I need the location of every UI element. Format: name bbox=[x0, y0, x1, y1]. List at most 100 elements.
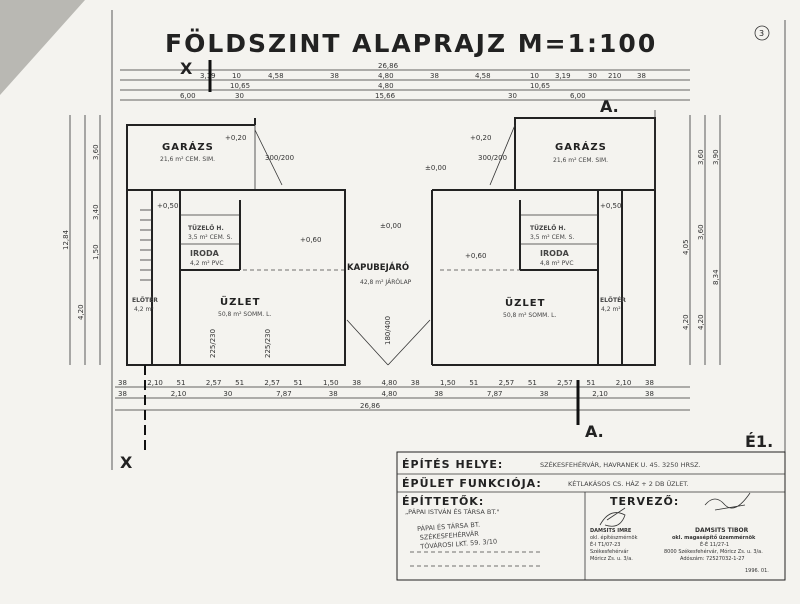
dim: 38 bbox=[118, 379, 127, 387]
dim: 2,57 bbox=[557, 379, 573, 387]
room-labels: GARÁZS 21,6 m² CEM. SIM. TÜZELŐ H. 3,5 m… bbox=[132, 140, 626, 319]
room-area: 21,6 m² CEM. SIM. bbox=[160, 156, 215, 163]
stair-left bbox=[140, 209, 152, 281]
section-marker-x: X bbox=[120, 453, 133, 472]
dim: 30 bbox=[235, 92, 244, 100]
designer2-line: okl. magasépítő üzemmérnök bbox=[672, 534, 756, 541]
signature-1 bbox=[599, 507, 626, 527]
page-number-circle bbox=[754, 25, 770, 41]
dim: 4,20 bbox=[77, 304, 85, 320]
room-area: 4,2 m² bbox=[601, 306, 621, 313]
dim: 2,10 bbox=[171, 390, 187, 398]
dim: 8,34 bbox=[712, 269, 720, 285]
dim: 1,50 bbox=[440, 379, 456, 387]
dim: 2,10 bbox=[592, 390, 608, 398]
builders-label: ÉPÍTTETŐK: bbox=[402, 494, 484, 508]
builder-stamp: PÁPAI ÉS TÁRSA BT. SZÉKESFEHÉRVÁR TÓVÁRO… bbox=[417, 520, 498, 551]
dim: 4,80 bbox=[382, 379, 398, 387]
dim: 38 bbox=[352, 379, 361, 387]
bottom-dimensions bbox=[115, 386, 690, 411]
dim: 30 bbox=[588, 72, 597, 80]
page-number: 3 bbox=[759, 29, 764, 38]
level-mark: +0,50 bbox=[157, 202, 178, 210]
dim: 51 bbox=[469, 379, 478, 387]
dim: 51 bbox=[586, 379, 595, 387]
dim: 4,58 bbox=[268, 72, 284, 80]
dim: 3,40 bbox=[92, 204, 100, 220]
level-mark: +0,20 bbox=[225, 134, 246, 142]
designer1-line: okl. építészmérnök bbox=[590, 534, 638, 541]
room-area: 42,8 m² JÁRÓLAP bbox=[360, 279, 412, 286]
dim: 3,60 bbox=[92, 144, 100, 160]
dim: 10 bbox=[232, 72, 241, 80]
dim: 3,60 bbox=[697, 224, 705, 240]
dim-top-total: 26,86 bbox=[378, 62, 399, 70]
room-name: TÜZELŐ H. bbox=[530, 225, 566, 232]
right-dimensions: 3,60 3,90 4,05 3,60 8,34 4,20 4,20 bbox=[682, 115, 721, 365]
room-area: 4,2 m² bbox=[134, 306, 154, 313]
dim: 4,20 bbox=[697, 314, 705, 330]
left-dimensions: 3,60 12,84 4,20 1,50 3,40 bbox=[62, 115, 101, 365]
level-mark: +0,50 bbox=[600, 202, 621, 210]
designer2-line: 8000 Székesfehérvár, Móricz Zs. u. 3/a. bbox=[664, 548, 763, 555]
room-area: 4,2 m² PVC bbox=[190, 260, 224, 267]
room-area: 21,6 m² CEM. SIM. bbox=[553, 157, 608, 164]
dim: 51 bbox=[528, 379, 537, 387]
dim: 38 bbox=[540, 390, 549, 398]
room-name: GARÁZS bbox=[555, 140, 607, 153]
room-name: ELŐTÉR bbox=[600, 296, 626, 304]
drawing-date: 1996. 01. bbox=[745, 568, 769, 574]
section-marker-a-bottom: A. bbox=[585, 422, 604, 441]
dim: 2,57 bbox=[206, 379, 222, 387]
dim: 3,19 bbox=[555, 72, 571, 80]
level-mark: +0,20 bbox=[470, 134, 491, 142]
dim: 3,19 bbox=[200, 72, 216, 80]
dim: 38 bbox=[330, 72, 339, 80]
dim: 1,50 bbox=[92, 244, 100, 260]
dim: 7,87 bbox=[487, 390, 503, 398]
dim: 10,65 bbox=[530, 82, 550, 90]
designer1-line: DAMSITS IMRE bbox=[590, 528, 632, 534]
room-area: 50,8 m² SOMM. L. bbox=[218, 311, 271, 318]
room-name: ELŐTÉR bbox=[132, 296, 158, 304]
drawing-title: FÖLDSZINT ALAPRAJZ M=1:100 bbox=[165, 28, 657, 58]
building-walls bbox=[126, 110, 656, 366]
dim: 38 bbox=[637, 72, 646, 80]
dim: 2,57 bbox=[499, 379, 515, 387]
dim: 4,20 bbox=[682, 314, 690, 330]
room-area: 3,5 m² CEM. S. bbox=[530, 234, 574, 241]
stamp-line: PÁPAI ÉS TÁRSA BT. bbox=[417, 520, 481, 533]
dim: 38 bbox=[411, 379, 420, 387]
section-marker-a: A. bbox=[600, 97, 619, 116]
room-name: IRODA bbox=[190, 249, 220, 258]
dim: 10 bbox=[530, 72, 539, 80]
room-area: 50,8 m² SOMM. L. bbox=[503, 312, 556, 319]
dim: 30 bbox=[223, 390, 232, 398]
designer2-line: DAMSITS TIBOR bbox=[695, 527, 749, 534]
title-block: ÉPÍTÉS HELYE: SZÉKESFEHÉRVÁR, HAVRANEK U… bbox=[396, 451, 786, 581]
dim: 1,50 bbox=[323, 379, 339, 387]
opening-size: 300/200 bbox=[478, 154, 507, 162]
dim-bottom-total: 26,86 bbox=[360, 402, 381, 410]
opening-size: 225/230 bbox=[264, 329, 272, 358]
top-dimensions: 26,86 3,19 10 4,58 38 4,80 38 4,58 10 3,… bbox=[120, 62, 690, 101]
dim: 15,66 bbox=[375, 92, 396, 100]
level-marks: +0,20 ±0,00 +0,50 +0,60 +0,60 ±0,00 +0,2… bbox=[157, 134, 621, 358]
room-name: KAPUBEJÁRÓ bbox=[347, 261, 409, 273]
room-name: IRODA bbox=[540, 249, 570, 258]
dim: 3,90 bbox=[712, 149, 720, 165]
dim: 30 bbox=[508, 92, 517, 100]
site-value: SZÉKESFEHÉRVÁR, HAVRANEK U. 45. 3250 HRS… bbox=[540, 460, 701, 469]
room-name: TÜZELŐ H. bbox=[188, 225, 224, 232]
dim: 38 bbox=[645, 379, 654, 387]
stamp-line: SZÉKESFEHÉRVÁR bbox=[419, 529, 479, 542]
dim: 2,57 bbox=[264, 379, 280, 387]
dim: 51 bbox=[177, 379, 186, 387]
function-label: ÉPÜLET FUNKCIÓJA: bbox=[402, 476, 542, 490]
dim: 3,60 bbox=[697, 149, 705, 165]
opening-size: 225/230 bbox=[209, 329, 217, 358]
builders-value: „PÁPAI ISTVÁN ÉS TÁRSA BT." bbox=[405, 507, 500, 516]
